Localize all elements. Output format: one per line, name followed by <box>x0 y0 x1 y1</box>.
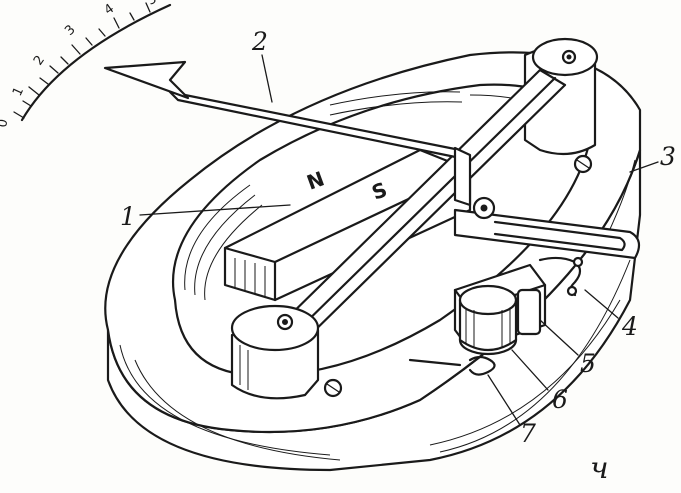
moving-coil <box>458 284 542 356</box>
spiral-spring <box>408 355 496 376</box>
callout-number: 4 <box>621 312 638 341</box>
pole-label-north: N <box>304 166 328 194</box>
callout-number: 6 <box>552 385 568 414</box>
callout-number: 5 <box>580 349 596 378</box>
scale-arc <box>13 2 172 122</box>
corner-mark: ч <box>590 451 609 486</box>
leader-lines <box>139 54 659 426</box>
scale-tick-label: 0 <box>0 118 11 129</box>
lead-wire <box>538 256 584 297</box>
scale-tick-label: 1 <box>10 85 27 99</box>
callout-number: 3 <box>660 142 676 171</box>
scale-tick-label: 3 <box>62 22 78 38</box>
callout-number: 2 <box>251 27 268 56</box>
scale-tick-label: 2 <box>31 53 48 68</box>
callout-number: 1 <box>120 202 136 231</box>
adjuster-arm <box>453 196 641 260</box>
scale-tick-label: 4 <box>102 1 117 18</box>
callout-number: 7 <box>520 419 536 448</box>
pointer <box>103 60 472 207</box>
scale-tick-label: 5 <box>145 0 159 9</box>
front-pivot-post <box>230 304 320 400</box>
